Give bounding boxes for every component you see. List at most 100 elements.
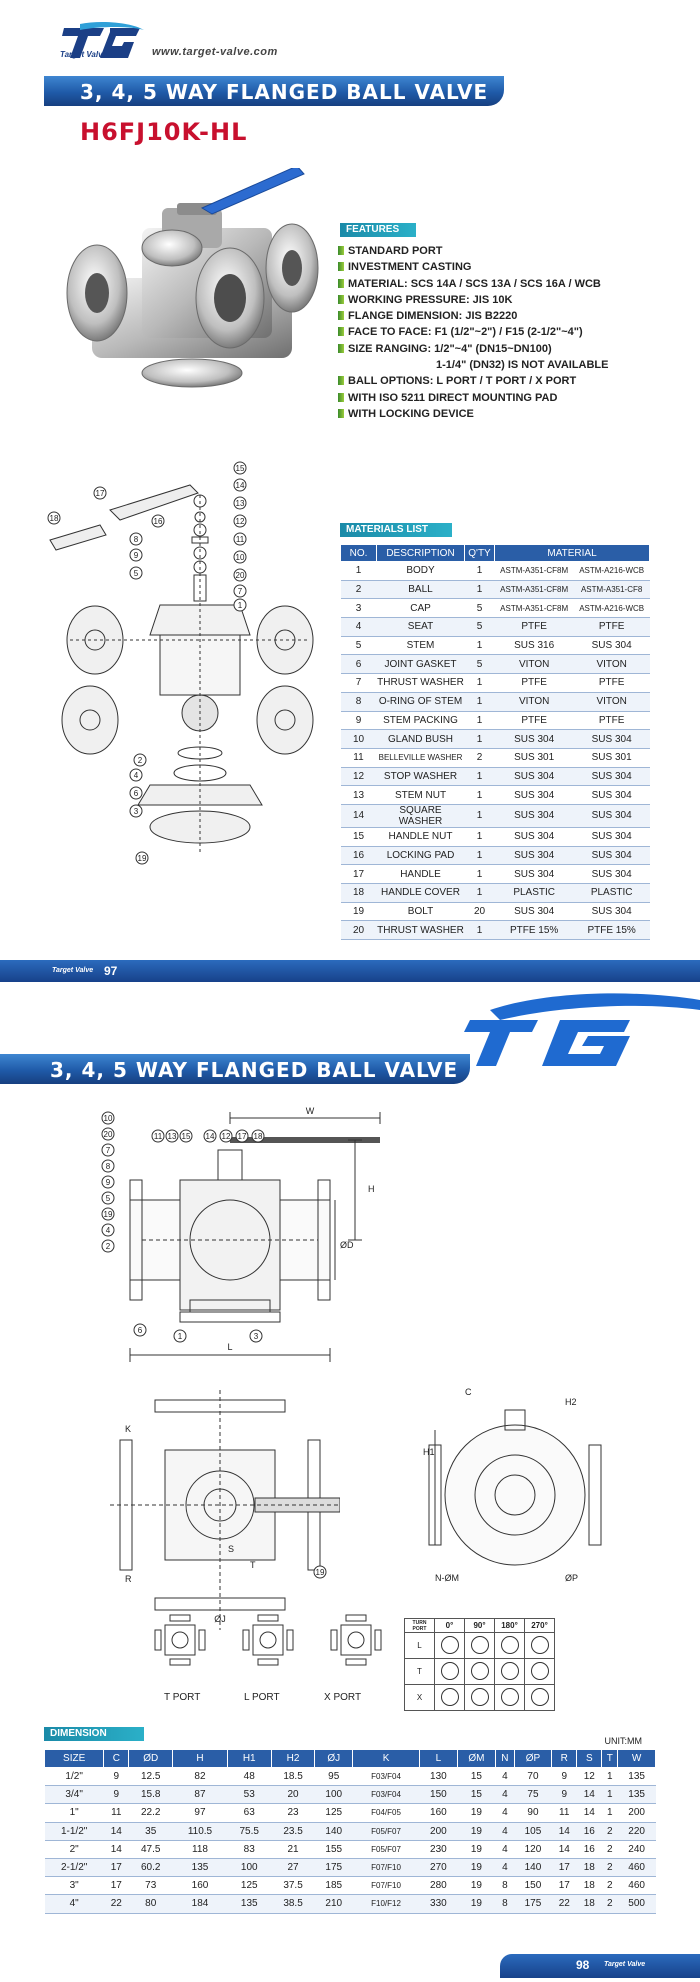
flow-pattern-icon [470, 1687, 489, 1706]
dimension-cell: 150 [514, 1876, 552, 1896]
svg-text:13: 13 [236, 499, 245, 508]
dimension-cell: 19 [457, 1858, 496, 1878]
dim-label-h1: H1 [423, 1447, 435, 1457]
dim-label-c: C [465, 1387, 472, 1397]
dimension-cell: 460 [617, 1876, 656, 1896]
flow-angle: 180° [494, 1618, 525, 1633]
materials-cell: SUS 304 [573, 902, 650, 922]
dim-label-od: ØD [340, 1240, 354, 1250]
materials-cell: 1 [464, 920, 495, 941]
callout-3-front: 3 [249, 1329, 263, 1343]
svg-text:8: 8 [134, 535, 139, 544]
materials-list-label: MATERIALS LIST [340, 523, 452, 537]
dimension-cell: 1 [601, 1803, 618, 1823]
dimension-cell: 2 [601, 1876, 618, 1896]
callout-20: 20 [233, 568, 247, 582]
dimension-cell: 21 [271, 1840, 315, 1859]
dimension-cell: 11 [551, 1803, 577, 1823]
materials-cell: PLASTIC [494, 883, 574, 903]
svg-text:19: 19 [104, 1210, 113, 1219]
materials-cell: SUS 304 [573, 636, 650, 656]
dimension-cell: 120 [514, 1840, 552, 1859]
callout-20-front: 20 [101, 1127, 115, 1141]
materials-cell: STEM PACKING [376, 711, 465, 731]
materials-cell: 2 [340, 580, 377, 600]
dimension-cell: 100 [227, 1858, 272, 1878]
footer-bar-98: 98 Target Valve [500, 1954, 700, 1978]
dimension-cell: 2 [601, 1840, 618, 1859]
materials-cell: 1 [464, 711, 495, 731]
col-header: MATERIAL [494, 544, 650, 562]
bullet-icon [338, 262, 344, 272]
page-number: 97 [104, 964, 118, 978]
dimension-cell: 125 [314, 1803, 353, 1823]
dimension-cell: 19 [457, 1803, 496, 1823]
materials-cell: HANDLE NUT [376, 827, 465, 847]
dimension-cell: 140 [514, 1858, 552, 1878]
materials-cell: SUS 316 [494, 636, 574, 656]
bullet-icon [338, 376, 344, 386]
dimension-cell: 12.5 [128, 1767, 173, 1787]
callout-15-front: 15 [179, 1129, 193, 1143]
title-banner: 3, 4, 5 WAY FLANGED BALL VALVE [44, 76, 504, 106]
materials-cell: PTFE [573, 711, 650, 731]
svg-text:5: 5 [134, 569, 139, 578]
page-title: 3, 4, 5 WAY FLANGED BALL VALVE [80, 80, 489, 104]
materials-cell: SUS 301 [494, 748, 574, 768]
front-view-drawing: L W H ØD 10 20 7 8 9 5 19 4 2 11 13 15 1… [101, 1106, 381, 1362]
materials-cell: SUS 304 [494, 785, 574, 805]
logo-caption: Target Valve [60, 50, 107, 59]
callout-10: 10 [233, 550, 247, 564]
col-header: Q'TY [464, 544, 495, 562]
dimension-cell: 2-1/2" [44, 1858, 104, 1878]
materials-cell: STEM [376, 636, 465, 656]
materials-cell: 6 [340, 654, 377, 675]
materials-cell: 1 [464, 561, 495, 581]
port-label-t: T PORT [164, 1692, 201, 1703]
dimension-cell: 8 [495, 1876, 515, 1896]
svg-text:20: 20 [104, 1130, 113, 1139]
materials-cell: PTFE [573, 617, 650, 637]
svg-text:17: 17 [238, 1132, 247, 1141]
materials-cell: SUS 304 [573, 864, 650, 884]
materials-cell: 9 [340, 711, 377, 731]
dimension-cell: 18 [576, 1894, 602, 1914]
model-number: H6FJ10K-HL [80, 118, 248, 146]
dimension-cell: 270 [419, 1858, 458, 1878]
flow-angle: 90° [464, 1618, 495, 1633]
svg-text:12: 12 [222, 1132, 231, 1141]
dim-label-oj: ØJ [214, 1614, 226, 1624]
dimension-cell: 230 [419, 1840, 458, 1859]
dim-col-header: N [495, 1749, 515, 1768]
dimension-cell: 240 [617, 1840, 656, 1859]
dimension-cell: 9 [551, 1767, 577, 1787]
flow-pattern-icon [530, 1635, 549, 1654]
materials-cell: 11 [340, 748, 377, 768]
dim-col-header: ØD [128, 1749, 174, 1768]
dimension-cell: 19 [457, 1822, 496, 1841]
materials-cell: BODY [376, 561, 465, 581]
dimension-cell: 175 [514, 1894, 552, 1914]
dim-col-header: SIZE [43, 1749, 105, 1768]
materials-cell: VITON [573, 692, 650, 712]
dim-col-header: H2 [270, 1749, 316, 1768]
materials-cell: 1 [464, 846, 495, 866]
materials-cell: 5 [464, 598, 495, 619]
materials-cell: SUS 304 [494, 902, 574, 922]
dimension-cell: 18 [576, 1876, 602, 1896]
port-label-x: X PORT [324, 1692, 362, 1703]
materials-cell: JOINT GASKET [376, 654, 465, 675]
svg-text:9: 9 [134, 551, 139, 560]
dimension-cell: 9 [103, 1785, 129, 1805]
dimension-cell: 4 [495, 1840, 515, 1859]
svg-text:15: 15 [236, 464, 245, 473]
materials-cell: ASTM-A351-CF8M [494, 561, 574, 581]
